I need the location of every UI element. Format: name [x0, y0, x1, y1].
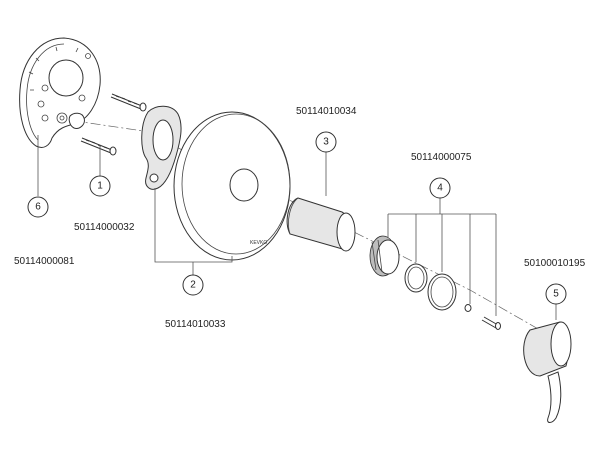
- callout-3-part-number: 50114010034: [296, 106, 357, 117]
- callout-2: 2 50114010033: [165, 274, 226, 330]
- callout-2-number: 2: [190, 280, 196, 291]
- callout-4-number: 4: [437, 183, 443, 194]
- part-1-screws: [80, 93, 147, 156]
- leader-lines: [37, 135, 557, 320]
- callout-4: 4 50114000075: [411, 152, 472, 199]
- callout-6-part-number: 50114000081: [14, 256, 75, 267]
- callout-3: 3 50114010034: [296, 106, 357, 153]
- callout-2-part-number: 50114010033: [165, 319, 226, 330]
- part-6-mounting-plate: [19, 37, 101, 148]
- part-5-handle: [523, 321, 572, 423]
- callout-1-number: 1: [97, 181, 103, 192]
- callout-6: 6 50114000081: [14, 196, 75, 267]
- callout-1: 1 50114000032: [74, 175, 135, 233]
- callout-3-number: 3: [323, 137, 329, 148]
- part-3-sleeve: [286, 197, 356, 252]
- brand-mark: KEVKO: [250, 240, 267, 246]
- callout-6-number: 6: [35, 202, 41, 213]
- part-4-cartridge-set: [369, 235, 501, 330]
- callout-5-number: 5: [553, 289, 559, 300]
- part-2-cover-plate: KEVKO: [173, 111, 291, 261]
- callout-5-part-number: 50100010195: [524, 258, 586, 269]
- adapter-bracket: [141, 105, 182, 190]
- callout-5: 5 50100010195: [524, 258, 586, 305]
- callout-1-part-number: 50114000032: [74, 222, 135, 233]
- callout-4-part-number: 50114000075: [411, 152, 472, 163]
